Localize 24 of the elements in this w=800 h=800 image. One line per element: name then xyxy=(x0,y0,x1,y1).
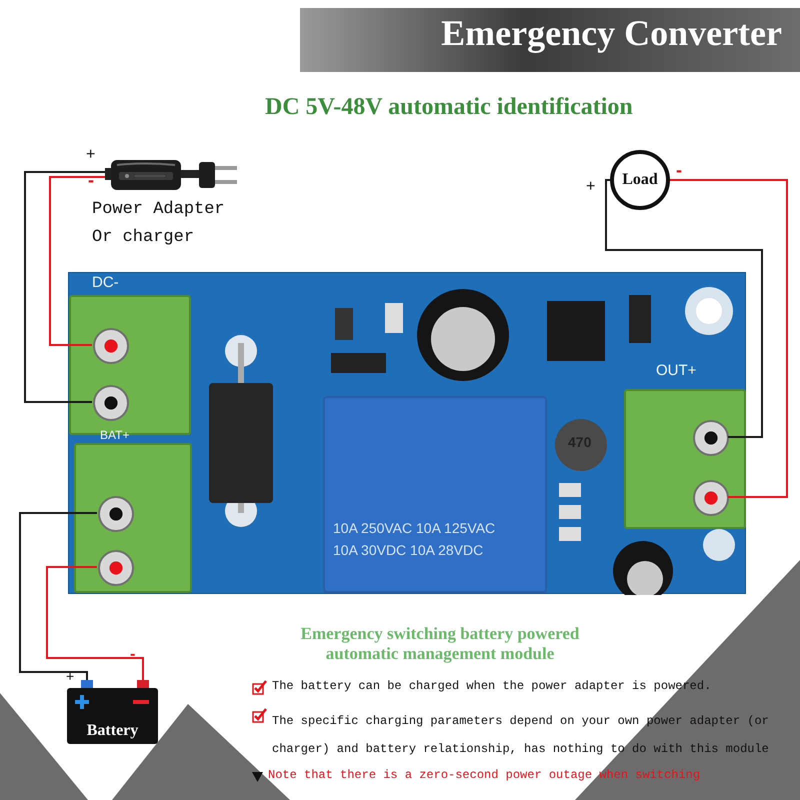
wire xyxy=(605,179,763,438)
module-heading: Emergency switching battery powered automatic management module xyxy=(300,624,580,664)
polarity-sign: + xyxy=(86,146,96,164)
polarity-sign: - xyxy=(130,646,136,664)
relay-rating: 10A 250VAC 10A 125VAC xyxy=(333,520,496,536)
wire xyxy=(24,171,105,403)
terminal-label: OUT+ xyxy=(656,362,696,379)
wire xyxy=(19,512,97,680)
polarity-sign: + xyxy=(586,178,596,196)
relay-rating: 10A 30VDC 10A 28VDC xyxy=(333,542,484,558)
warning-note: Note that there is a zero-second power outage when switching xyxy=(268,768,702,782)
polarity-sign: - xyxy=(676,160,682,181)
subtitle: DC 5V-48V automatic identification xyxy=(265,94,633,121)
wire xyxy=(670,179,788,498)
polarity-sign: + xyxy=(66,668,74,684)
wire xyxy=(46,566,144,680)
battery-label: Battery xyxy=(86,722,140,740)
terminal-label: DC- xyxy=(92,274,119,291)
feature-note: The specific charging parameters depend on your own power adapter (or charger) and battery relationship, has nothing to do with this module xyxy=(272,713,770,758)
wire xyxy=(49,176,105,346)
title: Emergency Converter xyxy=(441,12,782,54)
load-label: Load xyxy=(622,171,658,189)
device-caption: Power Adapter Or charger xyxy=(92,199,226,249)
polarity-sign: - xyxy=(88,170,94,191)
